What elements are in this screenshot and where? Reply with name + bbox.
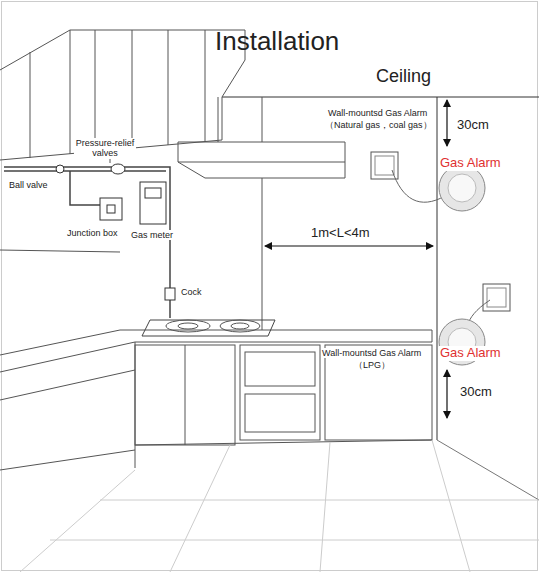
part-name: Gas meter (130, 230, 174, 240)
alarm-title: Wall-mountsd Gas Alarm (321, 348, 422, 358)
ceiling-label: Ceiling (375, 66, 432, 87)
dimension: 30cm (459, 385, 493, 400)
part-name: Pressure-relief valves (74, 138, 136, 159)
alarm-title: Wall-mountsd Gas Alarm (327, 108, 428, 118)
part-name: Junction box (66, 228, 119, 238)
dimension: 30cm (456, 118, 490, 133)
part-name: Cock (180, 287, 203, 297)
gas-type: （LPG） (353, 360, 391, 370)
gas-type: （Natural gas，coal gas） (324, 120, 433, 130)
dimension: 1m<L<4m (310, 226, 371, 241)
device-label: Gas Alarm (439, 156, 502, 171)
device-label: Gas Alarm (439, 346, 502, 361)
part-name: Ball valve (8, 180, 49, 190)
title: Installation (215, 26, 339, 57)
